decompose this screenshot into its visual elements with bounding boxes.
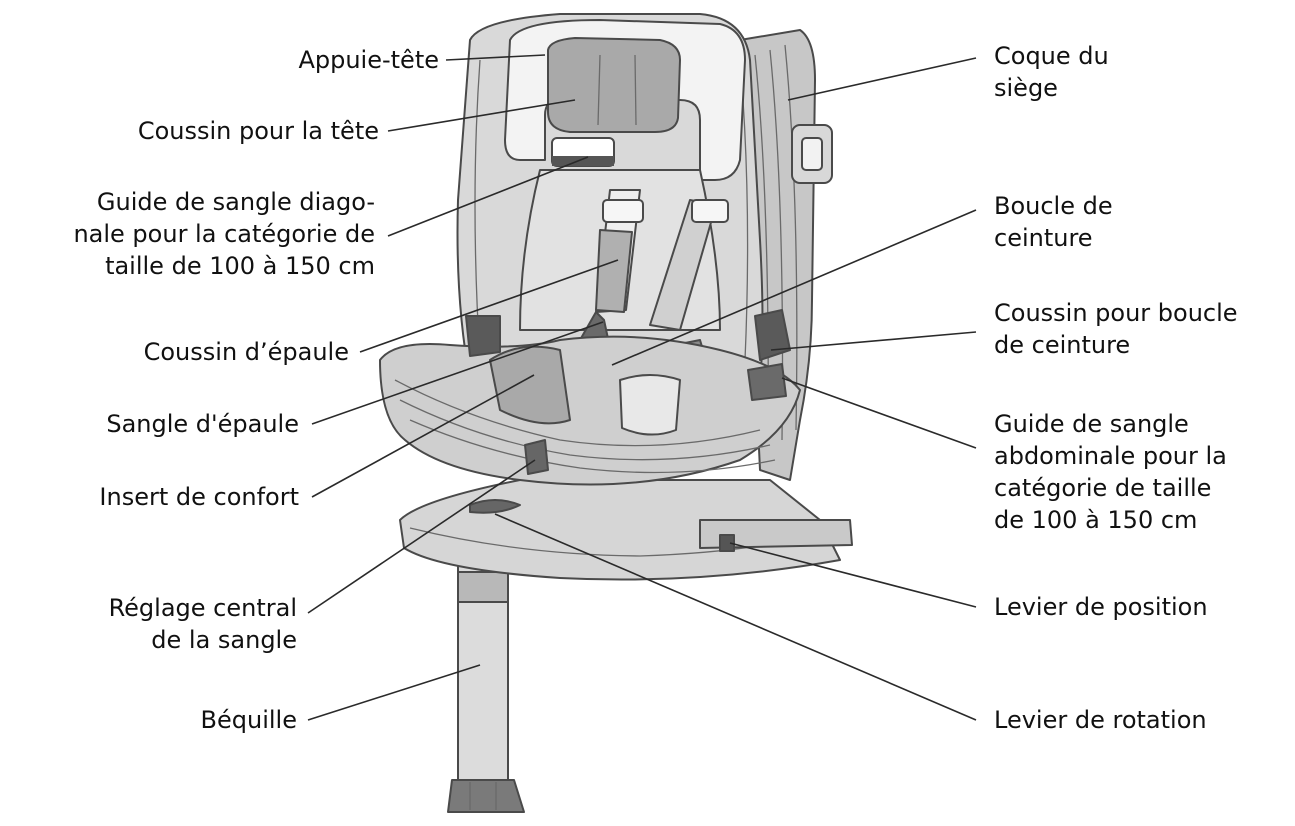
label-headrest: Appuie-tête xyxy=(298,46,439,74)
label-head-cushion: Coussin pour la tête xyxy=(137,117,379,145)
leader-central-adjuster xyxy=(307,459,536,614)
base-drawing xyxy=(399,479,853,581)
leader-seat-shell xyxy=(787,57,977,101)
label-lap-strap-guide: Guide de sangle abdominale pour la catég… xyxy=(994,410,1227,534)
leader-shoulder-strap xyxy=(311,321,604,425)
leader-support-leg xyxy=(307,664,481,721)
leader-comfort-insert xyxy=(311,374,535,498)
leader-position-lever xyxy=(729,542,977,608)
label-rotation-lever: Levier de rotation xyxy=(994,706,1207,734)
leader-buckle xyxy=(611,209,977,366)
leader-headrest xyxy=(445,54,546,61)
leader-shoulder-pad xyxy=(359,259,619,353)
label-buckle-pad: Coussin pour boucle de ceinture xyxy=(994,299,1238,359)
label-comfort-insert: Insert de confort xyxy=(99,483,299,511)
leader-buckle-pad xyxy=(770,331,977,351)
label-diagonal-strap-guide: Guide de sangle diago- nale pour la caté… xyxy=(73,188,375,280)
leader-diagonal-guide xyxy=(387,156,589,237)
leader-lines xyxy=(307,54,977,721)
label-shoulder-pad: Coussin d’épaule xyxy=(143,338,349,366)
label-buckle: Boucle de ceinture xyxy=(994,192,1113,252)
label-support-leg: Béquille xyxy=(200,706,297,734)
seat-cushion-drawing xyxy=(379,309,801,486)
label-position-lever: Levier de position xyxy=(994,593,1208,621)
leader-lap-guide xyxy=(781,377,977,449)
label-seat-shell: Coque du siège xyxy=(994,42,1109,102)
leader-head-cushion xyxy=(387,99,576,132)
car-seat-illustration xyxy=(379,13,853,813)
label-shoulder-strap: Sangle d'épaule xyxy=(106,410,299,438)
leader-rotation-lever xyxy=(494,513,977,721)
label-central-adjuster: Réglage central de la sangle xyxy=(108,594,297,654)
